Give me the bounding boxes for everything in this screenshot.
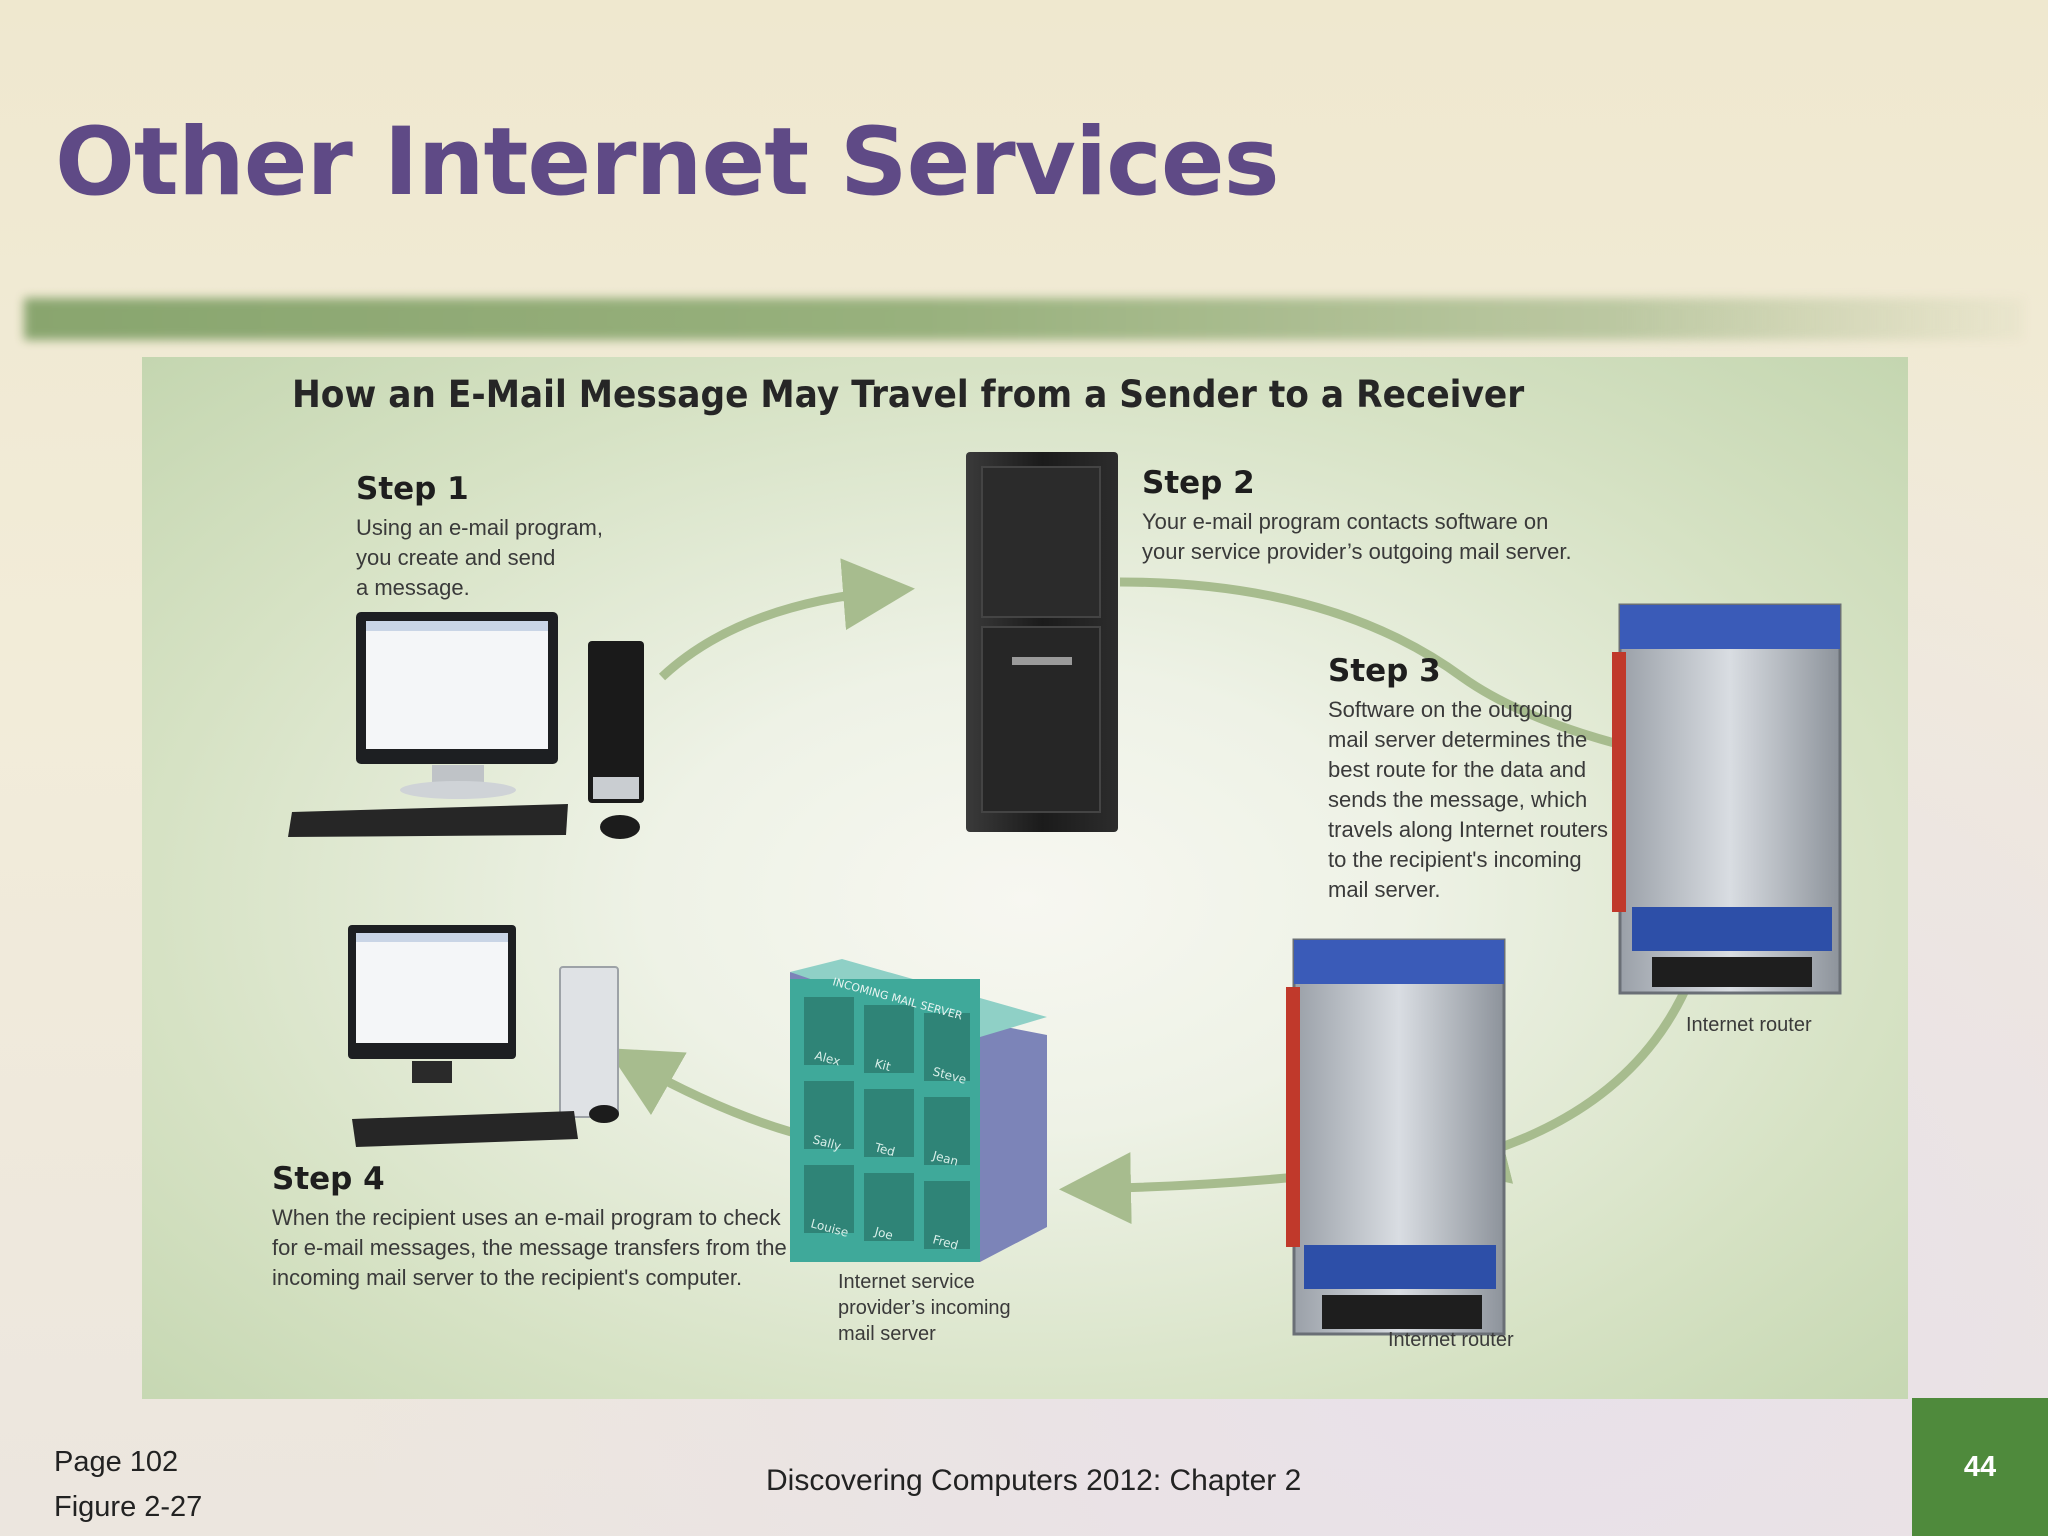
step-2: Step 2 Your e-mail program contacts soft… bbox=[1142, 465, 1572, 567]
step-3-heading: Step 3 bbox=[1328, 653, 1441, 689]
arrow-server-to-router bbox=[1119, 577, 1690, 781]
step-2-heading: Step 2 bbox=[1142, 465, 1255, 501]
footer-references: Page 102 Figure 2-27 bbox=[54, 1440, 202, 1530]
mailbox-slot-name: Alex bbox=[813, 1048, 842, 1068]
mailbox-slot-name: Ted bbox=[872, 1140, 896, 1159]
step-4-heading: Step 4 bbox=[272, 1161, 385, 1197]
email-travel-figure: INCOMING MAIL SERVER Alex Kit Steve Sall… bbox=[142, 357, 1908, 1399]
step-3: Step 3 Software on the outgoing mail ser… bbox=[1328, 653, 1608, 905]
sender-computer bbox=[288, 612, 644, 839]
outgoing-mail-server-tower bbox=[966, 452, 1118, 832]
step-1: Step 1 Using an e-mail program, you crea… bbox=[356, 471, 603, 603]
mailbox-labels-layer: INCOMING MAIL SERVER Alex Kit Steve Sall… bbox=[809, 975, 968, 1252]
receiver-computer bbox=[348, 925, 619, 1147]
figure-artwork bbox=[288, 452, 1842, 1336]
slide-number-box: 44 bbox=[1912, 1398, 2048, 1536]
incoming-mail-server-mailbox bbox=[790, 959, 1047, 1262]
router-upper-caption: Internet router bbox=[1686, 1014, 1812, 1036]
internet-router-upper bbox=[1612, 603, 1842, 995]
incoming-server-caption: Internet service provider’s incoming mai… bbox=[838, 1271, 1011, 1345]
arrow-router-to-mailbox bbox=[1059, 1152, 1298, 1225]
title-underline-bar bbox=[24, 298, 2024, 340]
mailbox-slot-name: Louise bbox=[809, 1216, 850, 1239]
step-1-text: Using an e-mail program, you create and … bbox=[356, 515, 603, 600]
mailbox-slot-name: Jean bbox=[930, 1148, 960, 1168]
step-2-text: Your e-mail program contacts software on… bbox=[1142, 509, 1572, 564]
footer-chapter-title: Discovering Computers 2012: Chapter 2 bbox=[766, 1464, 1302, 1497]
mailbox-slot-name: Steve bbox=[931, 1064, 968, 1086]
arrow-step1-to-server bbox=[658, 558, 915, 681]
figure-title: How an E-Mail Message May Travel from a … bbox=[292, 373, 1525, 416]
internet-router-lower bbox=[1286, 938, 1506, 1336]
figure-reference: Figure 2-27 bbox=[54, 1491, 203, 1523]
slide-number: 44 bbox=[1963, 1450, 1997, 1483]
mailbox-slot-name: Sally bbox=[811, 1132, 842, 1153]
step-1-heading: Step 1 bbox=[356, 471, 469, 507]
page-reference: Page 102 bbox=[54, 1446, 179, 1478]
mailbox-label: INCOMING MAIL SERVER bbox=[831, 975, 964, 1022]
slide-title: Other Internet Services bbox=[55, 108, 1280, 217]
step-4: Step 4 When the recipient uses an e-mail… bbox=[272, 1161, 787, 1293]
step-3-text: Software on the outgoing mail server det… bbox=[1328, 697, 1609, 902]
mailbox-slot-name: Joe bbox=[872, 1224, 894, 1243]
mailbox-slot-name: Kit bbox=[873, 1056, 892, 1074]
step-4-text: When the recipient uses an e-mail progra… bbox=[272, 1205, 787, 1290]
router-lower-caption: Internet router bbox=[1388, 1329, 1514, 1351]
mailbox-slot-name: Fred bbox=[931, 1232, 959, 1252]
